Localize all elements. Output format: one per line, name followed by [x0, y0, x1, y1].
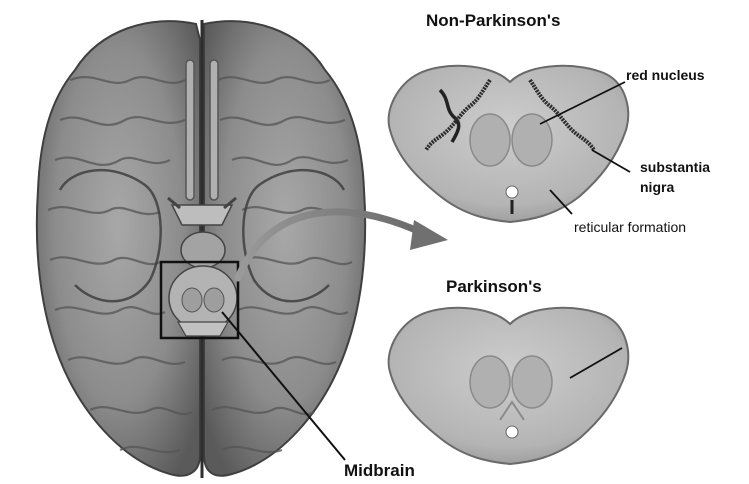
reticular-formation-label: reticular formation: [574, 220, 686, 234]
brain-illustration: [37, 20, 365, 478]
parkinsons-section: [389, 308, 629, 464]
substantia-label-line1: substantia: [640, 160, 710, 174]
parkinsons-title: Parkinson's: [446, 278, 542, 295]
red-nucleus-label: red nucleus: [626, 68, 705, 82]
substantia-label-line2: nigra: [640, 180, 674, 194]
midbrain-label: Midbrain: [344, 462, 415, 479]
non-parkinsons-section: [389, 66, 629, 222]
non-parkinsons-title: Non-Parkinson's: [426, 12, 560, 29]
left-hemisphere: [37, 21, 200, 476]
